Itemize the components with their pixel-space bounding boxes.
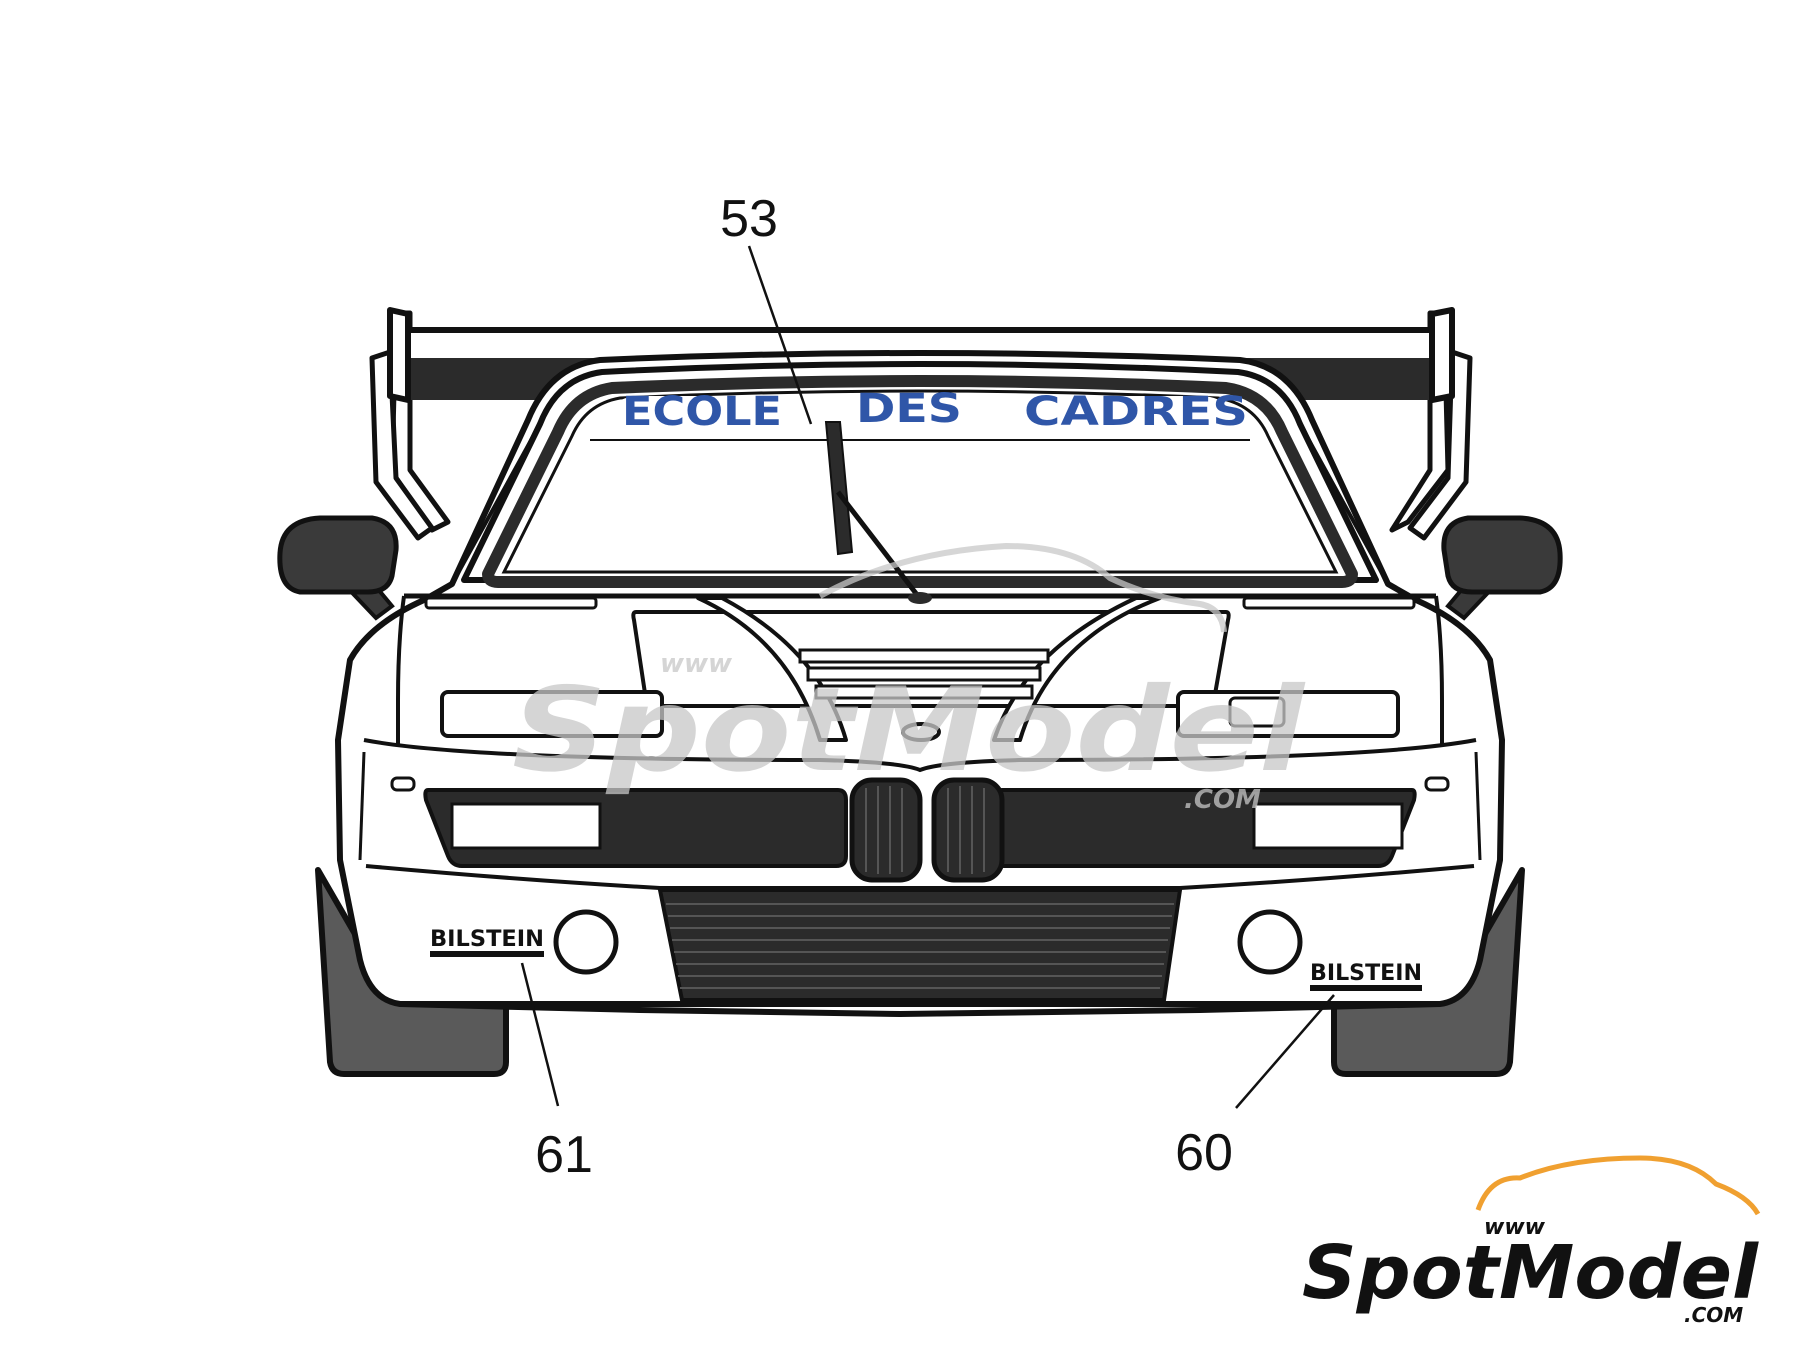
bilstein-decal-left: BILSTEIN	[430, 927, 544, 957]
right-indicator	[1252, 802, 1404, 850]
windscreen-banner-decal: ECOLE DES CADRES	[622, 386, 1248, 435]
bilstein-left-text: BILSTEIN	[430, 927, 544, 952]
radiator-slats	[666, 903, 1174, 989]
wiper	[824, 421, 932, 604]
windscreen-surround	[482, 375, 1358, 588]
watermark-car-swoosh	[818, 542, 1227, 633]
banner-word-1: ECOLE	[622, 389, 782, 435]
banner-word-2: DES	[856, 386, 962, 432]
logo-brand: SpotModel	[1302, 1230, 1760, 1316]
lower-radiator-intake	[657, 888, 1183, 1002]
left-mirror	[277, 515, 399, 595]
center-watermark: www SpotModel .COM	[512, 542, 1307, 815]
right-fog-lamp	[1237, 909, 1303, 975]
logo-com: .COM	[1684, 1303, 1743, 1327]
callout-53: 53	[720, 190, 778, 248]
bmw-badge	[901, 722, 941, 742]
right-mirror	[1441, 515, 1563, 595]
watermark-www: www	[660, 649, 733, 679]
left-headlight	[440, 690, 664, 738]
right-front-tire	[1331, 867, 1525, 1077]
left-indicator	[450, 802, 602, 850]
spotmodel-logo: www SpotModel .COM	[1302, 1155, 1761, 1327]
logo-car-swoosh	[1475, 1155, 1761, 1216]
kidney-grille	[849, 777, 1005, 883]
callout-60: 60	[1175, 1124, 1233, 1182]
mirrors	[277, 515, 1563, 621]
leader-lines	[520, 245, 1335, 1109]
left-fog-lamp	[553, 909, 619, 975]
tires	[315, 867, 1525, 1077]
banner-word-3: CADRES	[1024, 389, 1248, 435]
bilstein-right-text: BILSTEIN	[1310, 961, 1422, 986]
bilstein-decal-right: BILSTEIN	[1310, 961, 1422, 991]
watermark-brand: SpotModel	[512, 663, 1307, 798]
watermark-com: .COM	[1184, 785, 1261, 815]
hood-louvres	[798, 648, 1050, 700]
callout-61: 61	[535, 1126, 593, 1184]
left-front-tire	[315, 867, 509, 1077]
logo-www: www	[1484, 1215, 1546, 1240]
